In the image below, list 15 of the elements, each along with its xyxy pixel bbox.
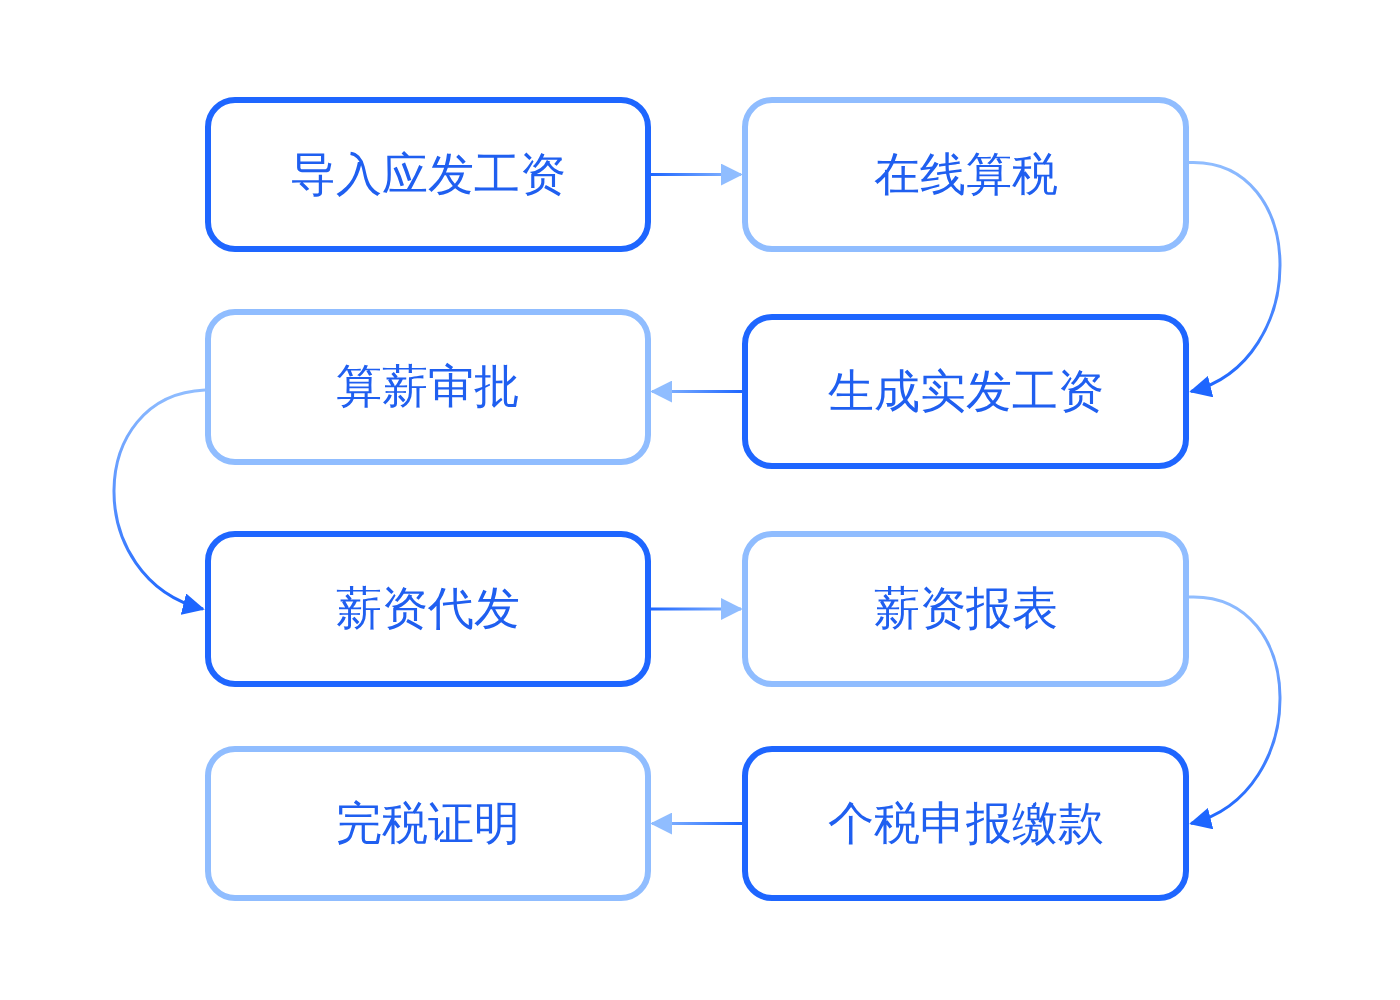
process-box: 在线算税 <box>742 97 1189 252</box>
arrow <box>650 380 742 403</box>
arrow <box>650 812 742 835</box>
arrow <box>1188 161 1282 395</box>
arrow <box>112 388 206 613</box>
process-box: 算薪审批 <box>205 309 651 465</box>
process-box: 导入应发工资 <box>205 97 651 252</box>
process-box: 生成实发工资 <box>742 314 1189 469</box>
arrow <box>651 598 743 620</box>
process-box: 薪资代发 <box>205 531 651 687</box>
process-box: 个税申报缴款 <box>742 746 1189 901</box>
arrow <box>651 163 743 186</box>
process-box: 薪资报表 <box>742 531 1189 687</box>
arrow <box>1188 595 1282 827</box>
process-box: 完税证明 <box>205 746 651 901</box>
